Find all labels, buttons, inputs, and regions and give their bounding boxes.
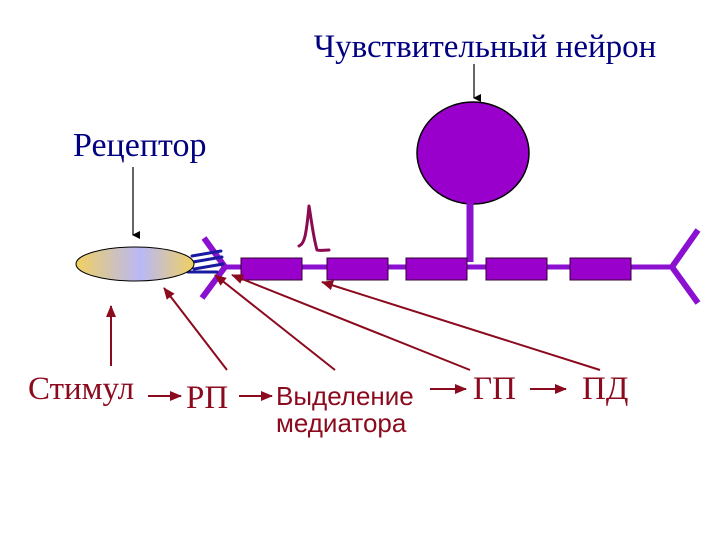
- mediator-pointer-arrow: [214, 274, 336, 371]
- rp-pointer-arrow: [163, 287, 228, 371]
- receptor-label: Рецептор: [73, 127, 206, 164]
- pd-label: ПД: [582, 371, 628, 407]
- spike-icon: [297, 204, 331, 252]
- rp-label: РП: [186, 380, 228, 416]
- nerve-endings: [186, 249, 225, 274]
- neuron-cell-body: [416, 101, 530, 205]
- myelin-segment: [326, 257, 389, 281]
- stimulus-label: Стимул: [28, 371, 134, 407]
- mediator-label-line1: Выделение: [276, 381, 414, 411]
- receptor-cell: [75, 246, 195, 282]
- myelin-segment: [485, 257, 548, 281]
- neuron-label: Чувствительный нейрон: [314, 29, 657, 65]
- gp-label: ГП: [473, 371, 516, 407]
- myelin-segment: [569, 257, 632, 281]
- mediator-label-line2: медиатора: [276, 408, 407, 438]
- myelin-segment: [405, 257, 468, 281]
- pd-pointer-arrow: [321, 280, 601, 371]
- myelin-segment: [240, 257, 303, 281]
- axon-terminal-fork: [668, 228, 701, 305]
- gp-pointer-arrow: [231, 274, 471, 371]
- dendrite-fork: [199, 236, 229, 300]
